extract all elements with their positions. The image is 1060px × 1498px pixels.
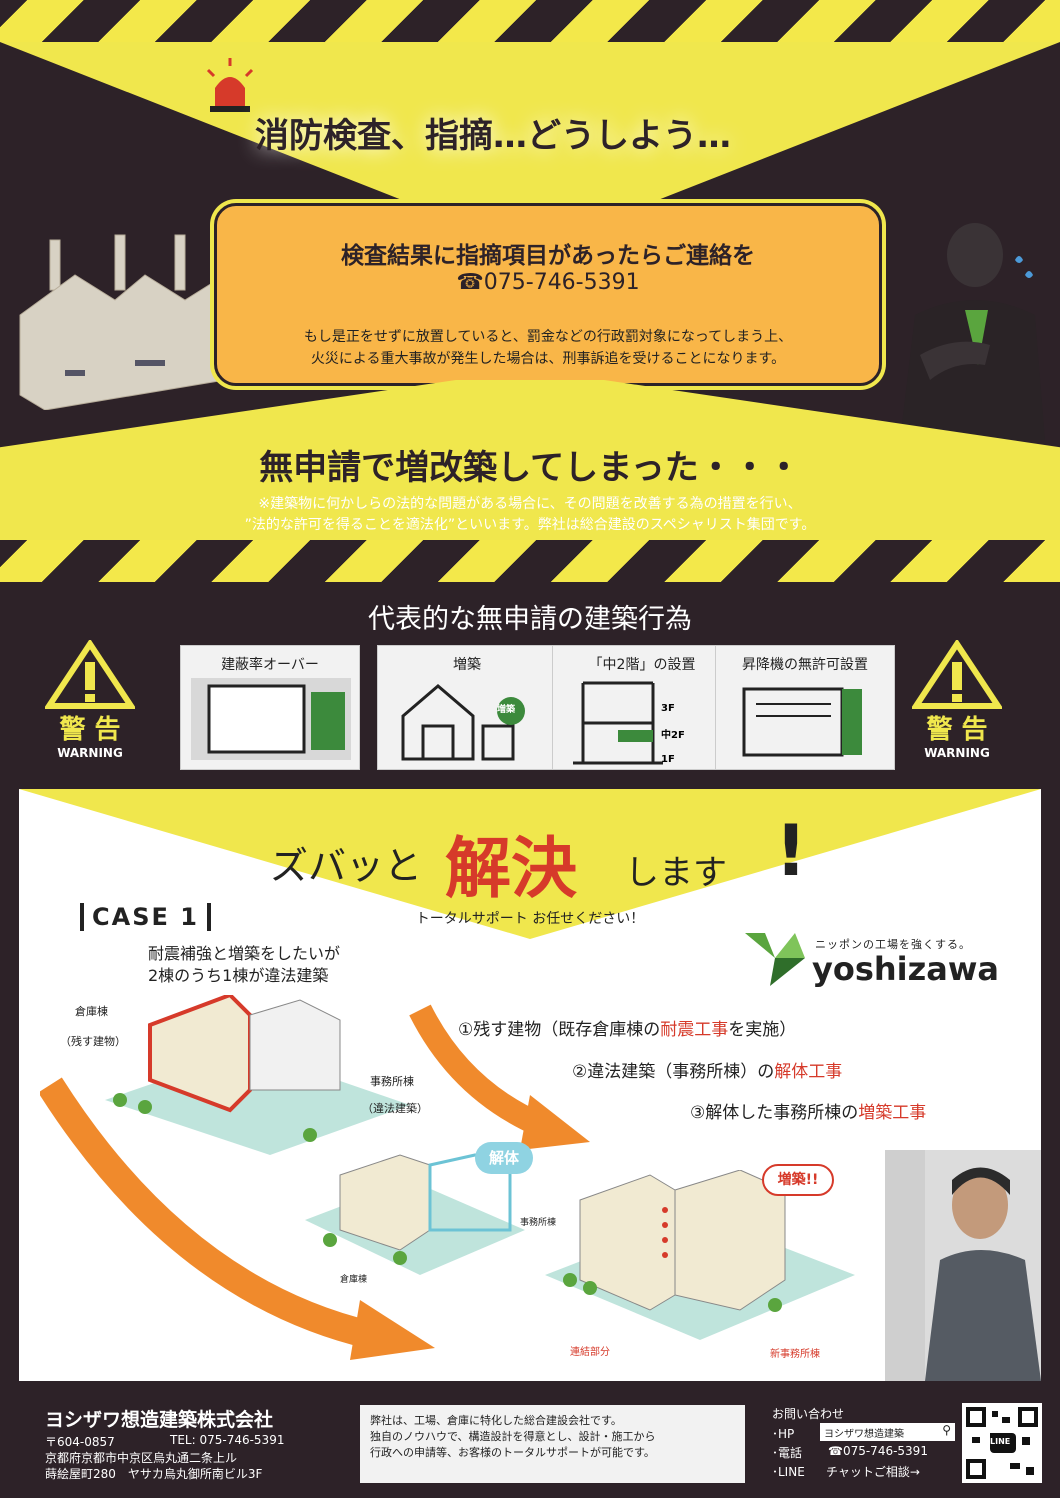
card-label: 昇降機の無許可設置 <box>742 657 868 673</box>
line-label: ･LINE <box>772 1465 805 1479</box>
phone-number[interactable]: ☎075-746-5391 <box>828 1444 928 1458</box>
lbl-warehouse-small: 倉庫棟 <box>340 1275 368 1285</box>
company-addr-1: 京都府京都市中京区烏丸通二条上ル <box>45 1451 238 1465</box>
step-1-red: 耐震工事 <box>660 1020 729 1040</box>
step-2: ②違法建築（事務所棟）の解体工事 <box>572 1057 842 1082</box>
card-label: 増築 <box>453 657 481 673</box>
warning-sign-right: 警 告 WARNING <box>910 638 1004 770</box>
company-desc-box: 弊社は、工場、倉庫に特化した総合建設会社です。 独自のノウハウで、構造設計を得意… <box>360 1405 745 1483</box>
lbl-new-office: 新事務所棟 <box>770 1349 820 1360</box>
floor-m2f: 中2F <box>661 730 685 741</box>
hp-search-box[interactable]: ヨシザワ想造建築 ⚲ <box>820 1423 955 1441</box>
bubble-demolish: 解体 <box>475 1142 533 1174</box>
inspection-box: 検査結果に指摘項目があったらご連絡を ☎075-746-5391 もし是正をせず… <box>214 203 882 386</box>
step-3-red: 増築工事 <box>858 1103 927 1123</box>
step-3-text: ③解体した事務所棟の <box>690 1103 859 1123</box>
warning-triangle-icon <box>910 638 1004 709</box>
elevator-building-icon <box>742 687 862 757</box>
building-diagram-after <box>545 1170 855 1340</box>
solve-heading: ズバッと 解決 します ! <box>270 810 830 907</box>
step-3: ③解体した事務所棟の増築工事 <box>690 1098 926 1123</box>
solve-tagline: トータルサポート お任せください！ <box>415 911 645 927</box>
solve-exclamation: ! <box>775 810 807 892</box>
step-1: ①残す建物（既存倉庫棟の耐震工事を実施） <box>458 1015 796 1040</box>
hazard-stripe-top <box>0 0 1060 42</box>
card-mezzanine: 「中2階」の設置 3F 中2F 1F <box>552 645 732 770</box>
company-tel: TEL: 075-746-5391 <box>170 1433 285 1447</box>
hp-search-text: ヨシザワ想造建築 <box>824 1429 904 1440</box>
extension-badge: 増築 <box>497 705 516 715</box>
siren-icon <box>200 58 260 113</box>
company-zip: 〒604-0857 <box>45 1435 115 1449</box>
warning-triangle-icon <box>43 638 137 709</box>
headline: 消防検査、指摘…どうしよう… <box>255 116 731 156</box>
desc-3: 行政への申請等、お客様のトータルサポートが可能です。 <box>370 1446 655 1459</box>
worried-man-illustration <box>860 215 1050 440</box>
flow-arrows <box>40 1004 590 1360</box>
box-body-2: 火災による重大事故が発生した場合は、刑事訴追を受けることになります。 <box>310 351 786 367</box>
lbl-keep: （残す建物） <box>60 1035 126 1048</box>
box-title: 検査結果に指摘項目があったらご連絡を <box>341 242 755 269</box>
building-diagram-before <box>105 995 410 1155</box>
phone-label: ･電話 <box>772 1446 803 1460</box>
lbl-office: 事務所棟 <box>370 1075 414 1088</box>
box-phone: ☎075-746-5391 <box>456 270 640 295</box>
hp-label: ･HP <box>772 1427 795 1441</box>
company-name: ヨシザワ想造建築株式会社 <box>45 1409 274 1431</box>
card-label: 建蔽率オーバー <box>221 657 319 673</box>
card-label: 「中2階」の設置 <box>588 657 696 673</box>
card-coverage-ratio: 建蔽率オーバー <box>180 645 360 770</box>
floor-1f: 1F <box>661 754 675 765</box>
warning-sign-left: 警 告 WARNING <box>43 638 137 770</box>
warning-en-right: WARNING <box>924 746 990 760</box>
floor-3f: 3F <box>661 703 675 714</box>
acts-title: 代表的な無申請の建築行為 <box>368 604 692 635</box>
card-elevator: 昇降機の無許可設置 <box>715 645 895 770</box>
card-extension: 増築 増築 <box>377 645 557 770</box>
hazard-stripe-bottom <box>0 540 1060 582</box>
building-diagram-demolish <box>305 1153 525 1275</box>
mezzanine-icon <box>573 681 663 765</box>
case-desc-1: 耐震補強と増築をしたいが <box>148 944 341 963</box>
step-1-tail: を実施） <box>728 1020 797 1040</box>
brand-tagline: ニッポンの工場を強くする。 <box>815 938 971 951</box>
case-label: CASE 1 <box>80 903 211 931</box>
solve-prefix: ズバッと <box>270 844 423 888</box>
desc-2: 独自のノウハウで、構造設計を得意とし、設計・施工から <box>370 1430 656 1443</box>
lbl-office-small: 事務所棟 <box>520 1218 557 1228</box>
box-body-1: もし是正をせずに放置していると、罰金などの行政罰対象になってしまう上、 <box>303 329 793 345</box>
lbl-joint: 連結部分 <box>570 1347 610 1358</box>
line-qr-code[interactable]: LINE <box>962 1403 1042 1483</box>
footer: ヨシザワ想造建築株式会社 〒604-0857 TEL: 075-746-5391… <box>0 1395 1060 1498</box>
warning-kanji-left: 警 告 <box>59 715 121 745</box>
search-icon: ⚲ <box>942 1423 951 1437</box>
lbl-warehouse: 倉庫棟 <box>75 1005 108 1018</box>
warning-kanji-right: 警 告 <box>926 715 988 745</box>
lbl-illegal: （違法建築） <box>362 1102 428 1115</box>
solve-key: 解決 <box>445 829 577 907</box>
desc-1: 弊社は、工場、倉庫に特化した総合建設会社です。 <box>370 1414 622 1427</box>
note-line-2: ”法的な許可を得ることを適法化”といいます。弊社は総合建設のスペシャリスト集団で… <box>244 517 816 533</box>
company-addr-2: 蒔絵屋町280 ヤサカ烏丸御所南ビル3F <box>45 1467 263 1481</box>
case-desc-2: 2棟のうち1棟が違法建築 <box>148 966 329 985</box>
house-extension-icon <box>401 684 525 761</box>
coverage-icon <box>191 678 351 760</box>
note-line-1: ※建築物に何かしらの法的な問題がある場合に、その問題を改善する為の措置を行い、 <box>258 496 802 512</box>
staff-photo <box>885 1150 1041 1381</box>
step-1-text: ①残す建物（既存倉庫棟の <box>458 1020 661 1040</box>
sub-headline: 無申請で増改築してしまった・・・ <box>259 448 801 488</box>
qr-line-label: LINE <box>990 1437 1011 1446</box>
solve-suffix: します <box>625 853 727 893</box>
yoshizawa-logo-icon <box>740 928 810 988</box>
line-text[interactable]: チャットご相談→ <box>826 1465 920 1479</box>
step-2-red: 解体工事 <box>774 1062 843 1082</box>
contact-heading: お問い合わせ <box>772 1407 845 1421</box>
factory-illustration <box>15 230 235 411</box>
brand-name: yoshizawa <box>812 950 1000 988</box>
warning-en-left: WARNING <box>57 746 123 760</box>
bubble-extend: 増築!! <box>762 1164 834 1196</box>
step-2-text: ②違法建築（事務所棟）の <box>572 1062 775 1082</box>
